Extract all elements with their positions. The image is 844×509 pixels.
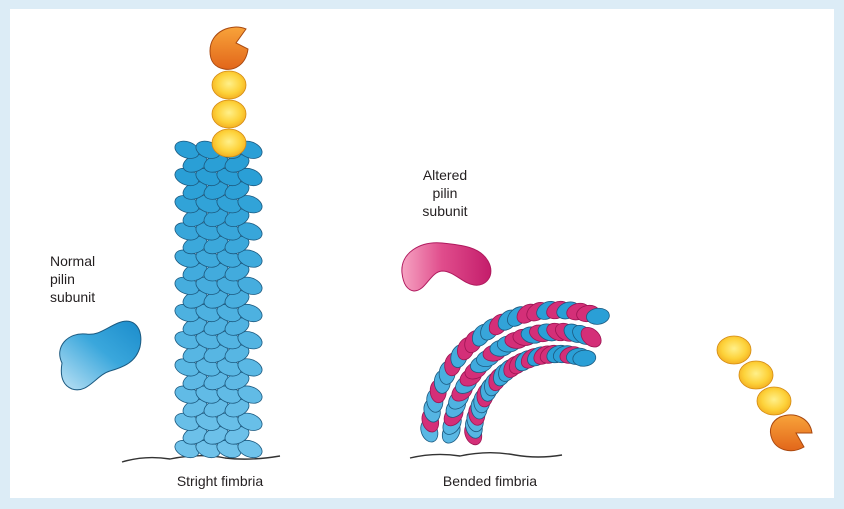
- fimbria-diagram: [10, 9, 834, 498]
- straight-fimbria: [173, 27, 265, 461]
- altered-subunit-label: Altered pilin subunit: [405, 166, 485, 220]
- adhesin-subunit: [212, 100, 246, 128]
- altered-label-line3: subunit: [405, 202, 485, 220]
- normal-label-line2: pilin: [50, 270, 130, 288]
- bended-fimbria-caption: Bended fimbria: [410, 472, 570, 490]
- altered-pilin-subunit-icon: [402, 243, 491, 291]
- altered-label-line1: Altered: [405, 166, 485, 184]
- altered-label-line2: pilin: [405, 184, 485, 202]
- adhesin-subunit: [717, 336, 751, 364]
- adhesin-subunit: [212, 71, 246, 99]
- normal-pilin-subunit-icon: [60, 321, 141, 390]
- adhesin-subunit: [757, 387, 791, 415]
- normal-subunit-label: Normal pilin subunit: [50, 252, 130, 306]
- adhesin-tip-icon: [210, 27, 248, 69]
- figure-panel: Normal pilin subunit Altered pilin subun…: [10, 9, 834, 498]
- adhesin-subunit: [739, 361, 773, 389]
- membrane-right: [410, 453, 562, 458]
- adhesin-subunit: [212, 129, 246, 157]
- adhesin-tip-icon: [770, 415, 812, 451]
- normal-label-line3: subunit: [50, 288, 130, 306]
- bended-fimbria: [418, 298, 812, 451]
- normal-label-line1: Normal: [50, 252, 130, 270]
- straight-fimbria-caption: Stright fimbria: [140, 472, 300, 490]
